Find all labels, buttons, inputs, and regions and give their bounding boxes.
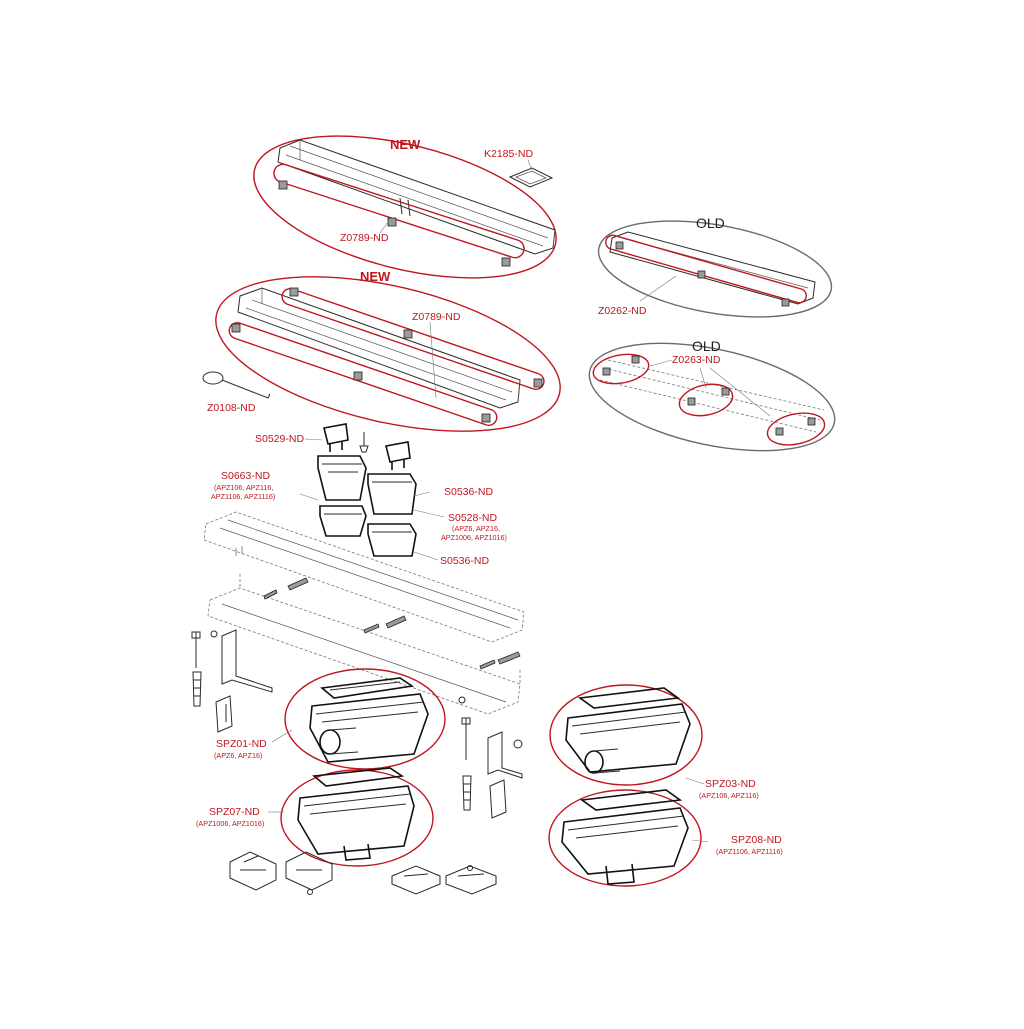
plate-k2185 <box>508 167 554 188</box>
siphon-spz03-outlet <box>584 750 604 774</box>
wall-plug-right <box>462 775 472 811</box>
gasket-strip-z0789-b1 <box>281 287 545 391</box>
bracket-left-lower <box>215 695 233 733</box>
label-s0528-sub1: (APZ6, APZ16, <box>452 524 500 533</box>
bracket-right-upper <box>487 731 523 779</box>
gasket-strip-z0262 <box>605 234 807 304</box>
group-ellipse-old-1 <box>597 220 833 318</box>
label-old-1: OLD <box>696 215 725 231</box>
mounting-feet-group <box>229 851 497 895</box>
group-ellipse-spz01 <box>284 668 446 770</box>
gasket-strip-z0789-b2 <box>228 321 498 427</box>
label-s0536-b: S0536-ND <box>440 555 489 567</box>
clip-top-right <box>501 257 511 267</box>
anchor-bolt-right <box>461 717 471 760</box>
gasket-strip-z0789-a <box>273 163 525 259</box>
clip-ring-left <box>592 353 650 385</box>
label-spz07-sub: (APZ1006, APZ1016) <box>196 819 264 828</box>
hook-z0108 <box>221 379 271 399</box>
screw-small <box>359 432 369 453</box>
siphon-spz01-body <box>309 693 429 763</box>
clip-s0529-left <box>323 423 349 452</box>
bolt-6 <box>479 659 496 670</box>
siphon-spz07-lid <box>312 767 405 787</box>
siphon-spz08-body <box>561 807 689 875</box>
frame-old-1-part <box>609 231 816 305</box>
label-s0528: S0528-ND <box>448 512 497 524</box>
group-ellipse-spz03 <box>549 684 703 786</box>
siphon-insert-group: S0529-ND S0663-ND (APZ106, APZ116, APZ11… <box>211 423 507 567</box>
label-new-middle: NEW <box>360 269 391 284</box>
label-s0663: S0663-ND <box>221 470 270 482</box>
clip-top-left <box>278 180 288 190</box>
bolt-4 <box>263 589 278 600</box>
label-k2185: K2185-ND <box>484 148 533 160</box>
wall-plug-left <box>192 671 202 707</box>
label-s0536-a: S0536-ND <box>444 486 493 498</box>
label-s0663-sub1: (APZ106, APZ116, <box>214 483 273 492</box>
label-z0789-b: Z0789-ND <box>412 311 461 323</box>
siphon-spz03-group: SPZ03-ND (APZ106, APZ116) <box>549 684 759 800</box>
bolt-5 <box>363 623 380 634</box>
label-spz03: SPZ03-ND <box>705 778 756 790</box>
hook-z0108-group: Z0108-ND <box>202 371 271 414</box>
label-spz01: SPZ01-ND <box>216 738 267 750</box>
group-ellipse-new-middle <box>215 276 561 432</box>
channel-upper-frame <box>203 511 525 643</box>
anchor-bolt-left <box>191 631 201 668</box>
siphon-spz03-lid <box>577 687 681 709</box>
label-s0529: S0529-ND <box>255 433 304 445</box>
channel-lower-body <box>207 587 521 715</box>
cup-s0528-lower <box>319 505 367 537</box>
label-z0262: Z0262-ND <box>598 305 647 317</box>
clip-s0529-right <box>385 441 411 470</box>
label-spz07: SPZ07-ND <box>209 806 260 818</box>
label-z0108: Z0108-ND <box>207 402 256 414</box>
bracket-left-upper <box>221 629 273 693</box>
siphon-spz08-group: SPZ08-ND (APZ1106, APZ1116) <box>548 789 783 887</box>
clip-ring-right <box>766 412 826 446</box>
clip-ring-mid <box>678 383 734 417</box>
group-ellipse-new-top <box>253 135 557 279</box>
foot-3 <box>391 865 441 895</box>
bolt-2 <box>385 615 407 629</box>
siphon-spz07-body <box>297 785 415 855</box>
clip-top-mid <box>387 217 397 227</box>
channel-body-group <box>191 511 525 819</box>
box-s0536-lower <box>367 523 417 557</box>
label-z0263: Z0263-ND <box>672 354 721 366</box>
label-z0789-a: Z0789-ND <box>340 232 389 244</box>
label-s0528-sub2: APZ1006, APZ1016) <box>441 533 507 542</box>
group-ellipse-spz07 <box>280 769 434 867</box>
label-old-2: OLD <box>692 338 721 354</box>
label-spz08: SPZ08-ND <box>731 834 782 846</box>
old-frame-group-1: OLD Z0262-ND <box>597 215 833 318</box>
siphon-spz07-group: SPZ07-ND (APZ1006, APZ1016) <box>196 767 434 867</box>
new-frame-middle-group: NEW Z0789-ND <box>215 269 561 432</box>
bracket-right-lower <box>489 779 507 819</box>
bolt-1 <box>287 577 309 591</box>
foot-2 <box>285 851 333 891</box>
group-ellipse-old-2 <box>588 342 836 452</box>
label-spz08-sub: (APZ1106, APZ1116) <box>716 847 783 856</box>
box-s0536-upper <box>367 473 417 515</box>
label-spz03-sub: (APZ106, APZ116) <box>699 791 759 800</box>
siphon-spz08-lid <box>579 789 683 811</box>
group-ellipse-spz08 <box>548 789 702 887</box>
old-frame-group-2: OLD Z0263-ND <box>588 338 836 452</box>
new-frame-top-group: NEW K2185-ND Z0789-ND <box>253 135 557 279</box>
label-spz01-sub: (APZ6, APZ16) <box>214 751 262 760</box>
siphon-spz03-body <box>565 703 691 773</box>
foot-1 <box>229 851 277 891</box>
siphon-spz01-outlet <box>319 729 341 755</box>
label-new-top: NEW <box>390 137 421 152</box>
siphon-spz01-group: SPZ01-ND (APZ6, APZ16) <box>214 668 446 770</box>
cup-s0663-upper <box>317 455 367 501</box>
siphon-spz01-lid <box>320 677 415 699</box>
bolt-3 <box>497 651 521 665</box>
label-s0663-sub2: APZ1106, APZ1116) <box>211 492 275 501</box>
